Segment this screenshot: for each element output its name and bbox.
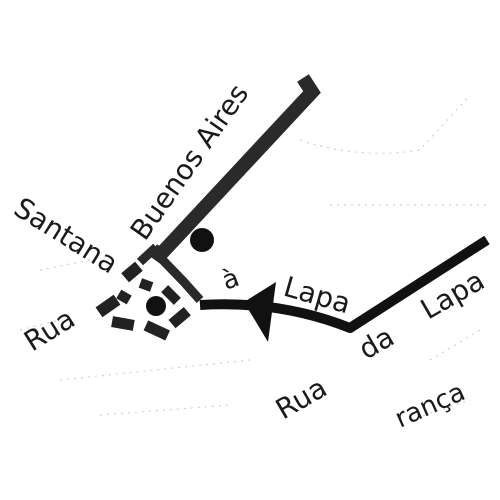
label-rua-da-lapa-rua: Rua	[270, 371, 332, 426]
label-rua-da-lapa-lapa: Lapa	[415, 264, 490, 326]
intersection-dot-icon	[146, 296, 166, 316]
label-francas: rança	[391, 377, 470, 434]
label-a: à	[218, 263, 243, 297]
location-dot-icon	[190, 228, 214, 252]
faint-streets	[19, 94, 490, 421]
arrowhead-icon	[244, 282, 276, 342]
label-santana: Santana	[8, 191, 124, 280]
road-buenos-aires	[136, 74, 321, 303]
label-rua-left: Rua	[18, 302, 81, 358]
route-line	[199, 235, 490, 333]
intersection-block	[95, 261, 191, 341]
